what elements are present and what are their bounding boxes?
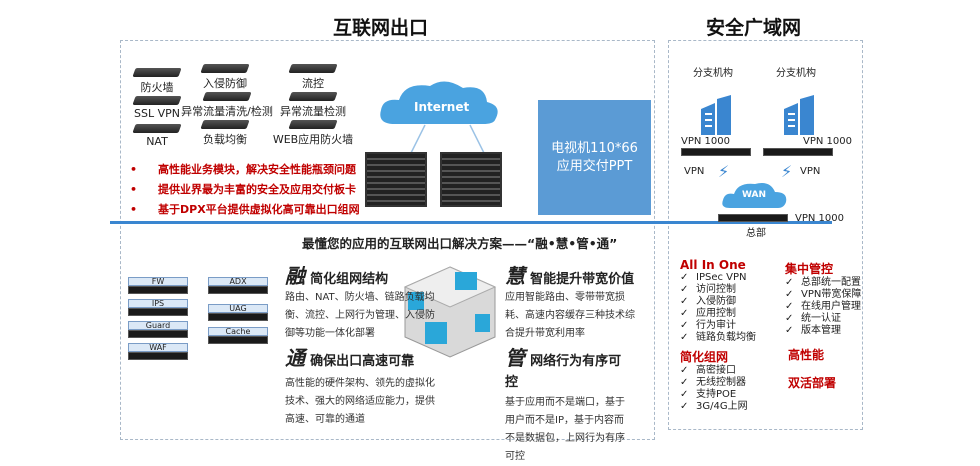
high-performance-label: 高性能 <box>788 348 825 362</box>
secure-wan-panel <box>668 40 863 430</box>
all-in-one-list: All In One ✓IPSec VPN ✓访问控制 ✓入侵防御 ✓应用控制 … <box>680 258 756 412</box>
wan-cloud-icon <box>722 183 787 208</box>
branch-label: 分支机构 <box>693 68 733 79</box>
module-card: NAT <box>112 124 202 148</box>
cloud-label: Internet <box>414 100 470 114</box>
module-card: 异常流量检测 <box>258 92 368 119</box>
solution-title: 最懂您的应用的互联网出口解决方案——“融•慧•管•通” <box>302 236 618 251</box>
divider-line <box>110 221 832 224</box>
module-card: WEB应用防火墙 <box>258 120 368 147</box>
building-icon <box>784 95 814 135</box>
building-icon <box>701 95 731 135</box>
device-stack-right: ADX UAG Cache <box>208 277 268 344</box>
connector-lines <box>409 124 486 156</box>
vpn-link-label: VPN <box>800 166 821 177</box>
feature-block: 管 网络行为有序可控 基于应用而不是端口，基于用户而不是IP，基于内容而不是数据… <box>505 346 625 462</box>
lightning-icon: ⚡ <box>718 162 730 181</box>
module-card: 异常流量清洗/检测 <box>172 92 282 119</box>
dual-active-label: 双活部署 <box>788 376 837 390</box>
module-card: 负载均衡 <box>180 120 270 147</box>
module-card: 防火墙 <box>112 68 202 95</box>
central-mgmt-list: 集中管控 ✓总部统一配置 ✓VPN带宽保障 ✓在线用户管理 ✓统一认证 ✓版本管… <box>785 262 862 336</box>
vpn-device-label: VPN 1000 <box>681 136 730 147</box>
internet-egress-panel <box>120 40 655 440</box>
chassis-device <box>365 152 427 207</box>
internet-cloud-icon <box>380 81 498 124</box>
chassis-device <box>440 152 502 207</box>
feature-block: 慧 智能提升带宽价值 应用智能路由、零带带宽损耗、高速内容缓存三种技术综合提升带… <box>505 264 635 339</box>
feature-block: 通 确保出口高速可靠 高性能的硬件架构、领先的虚拟化技术、强大的网络适应能力，提… <box>285 346 435 425</box>
cube-icon <box>403 266 497 358</box>
module-card: 入侵防御 <box>180 64 270 91</box>
right-title: 安全广域网 <box>706 17 802 39</box>
vpn-link-label: VPN <box>684 166 705 177</box>
lightning-icon: ⚡ <box>781 162 793 181</box>
vpn-device <box>681 148 751 156</box>
vpn-device-label: VPN 1000 <box>803 136 852 147</box>
bullet-list: •高性能业务模块，解决安全性能瓶颈问题 •提供业界最为丰富的安全及应用交付板卡 … <box>130 163 360 216</box>
vpn-device-label: VPN 1000 <box>795 213 844 224</box>
vpn-device <box>763 148 833 156</box>
hq-label: 总部 <box>746 228 766 239</box>
branch-label: 分支机构 <box>776 68 816 79</box>
module-card: SSL VPN <box>112 96 202 120</box>
feature-block: 融 简化组网结构 路由、NAT、防火墙、链路负载均衡、流控、上网行为管理、入侵防… <box>285 264 435 339</box>
wan-label: WAN <box>742 190 767 200</box>
module-card: 流控 <box>268 64 358 91</box>
device-stack-left: FW IPS Guard WAF <box>128 277 188 360</box>
left-title: 互联网出口 <box>333 17 429 39</box>
hq-vpn-device <box>718 214 788 222</box>
